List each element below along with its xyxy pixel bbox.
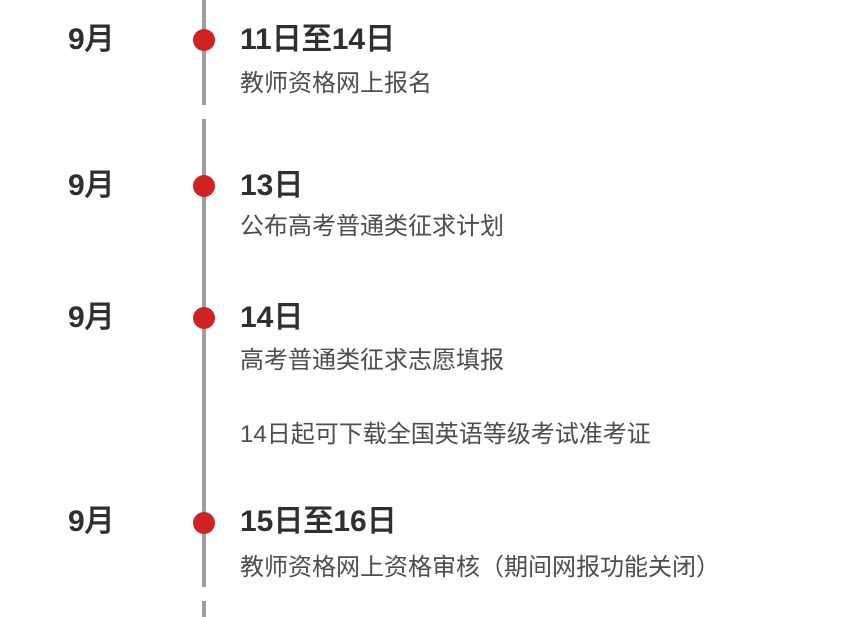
date-heading: 13日 xyxy=(240,169,304,202)
event-description: 公布高考普通类征求计划 xyxy=(240,213,504,240)
month-label: 9月 xyxy=(68,505,115,538)
event-description: 教师资格网上资格审核（期间网报功能关闭） xyxy=(240,554,720,581)
month-label: 9月 xyxy=(68,301,115,334)
timeline-dot xyxy=(193,29,215,51)
timeline-dot xyxy=(193,307,215,329)
timeline-line-segment-bottom-dash xyxy=(202,601,206,617)
timeline-dot xyxy=(193,175,215,197)
event-description: 教师资格网上报名 xyxy=(240,70,432,97)
date-heading: 11日至14日 xyxy=(240,23,396,56)
month-label: 9月 xyxy=(68,169,115,202)
date-heading: 15日至16日 xyxy=(240,505,397,538)
timeline-line-segment-top xyxy=(202,0,206,105)
timeline-dot xyxy=(193,512,215,534)
event-description: 高考普通类征求志愿填报 xyxy=(240,347,504,374)
event-note: 14日起可下载全国英语等级考试准考证 xyxy=(240,421,651,448)
month-label: 9月 xyxy=(68,23,115,56)
date-heading: 14日 xyxy=(240,301,304,334)
timeline-line-segment-middle xyxy=(202,119,206,587)
